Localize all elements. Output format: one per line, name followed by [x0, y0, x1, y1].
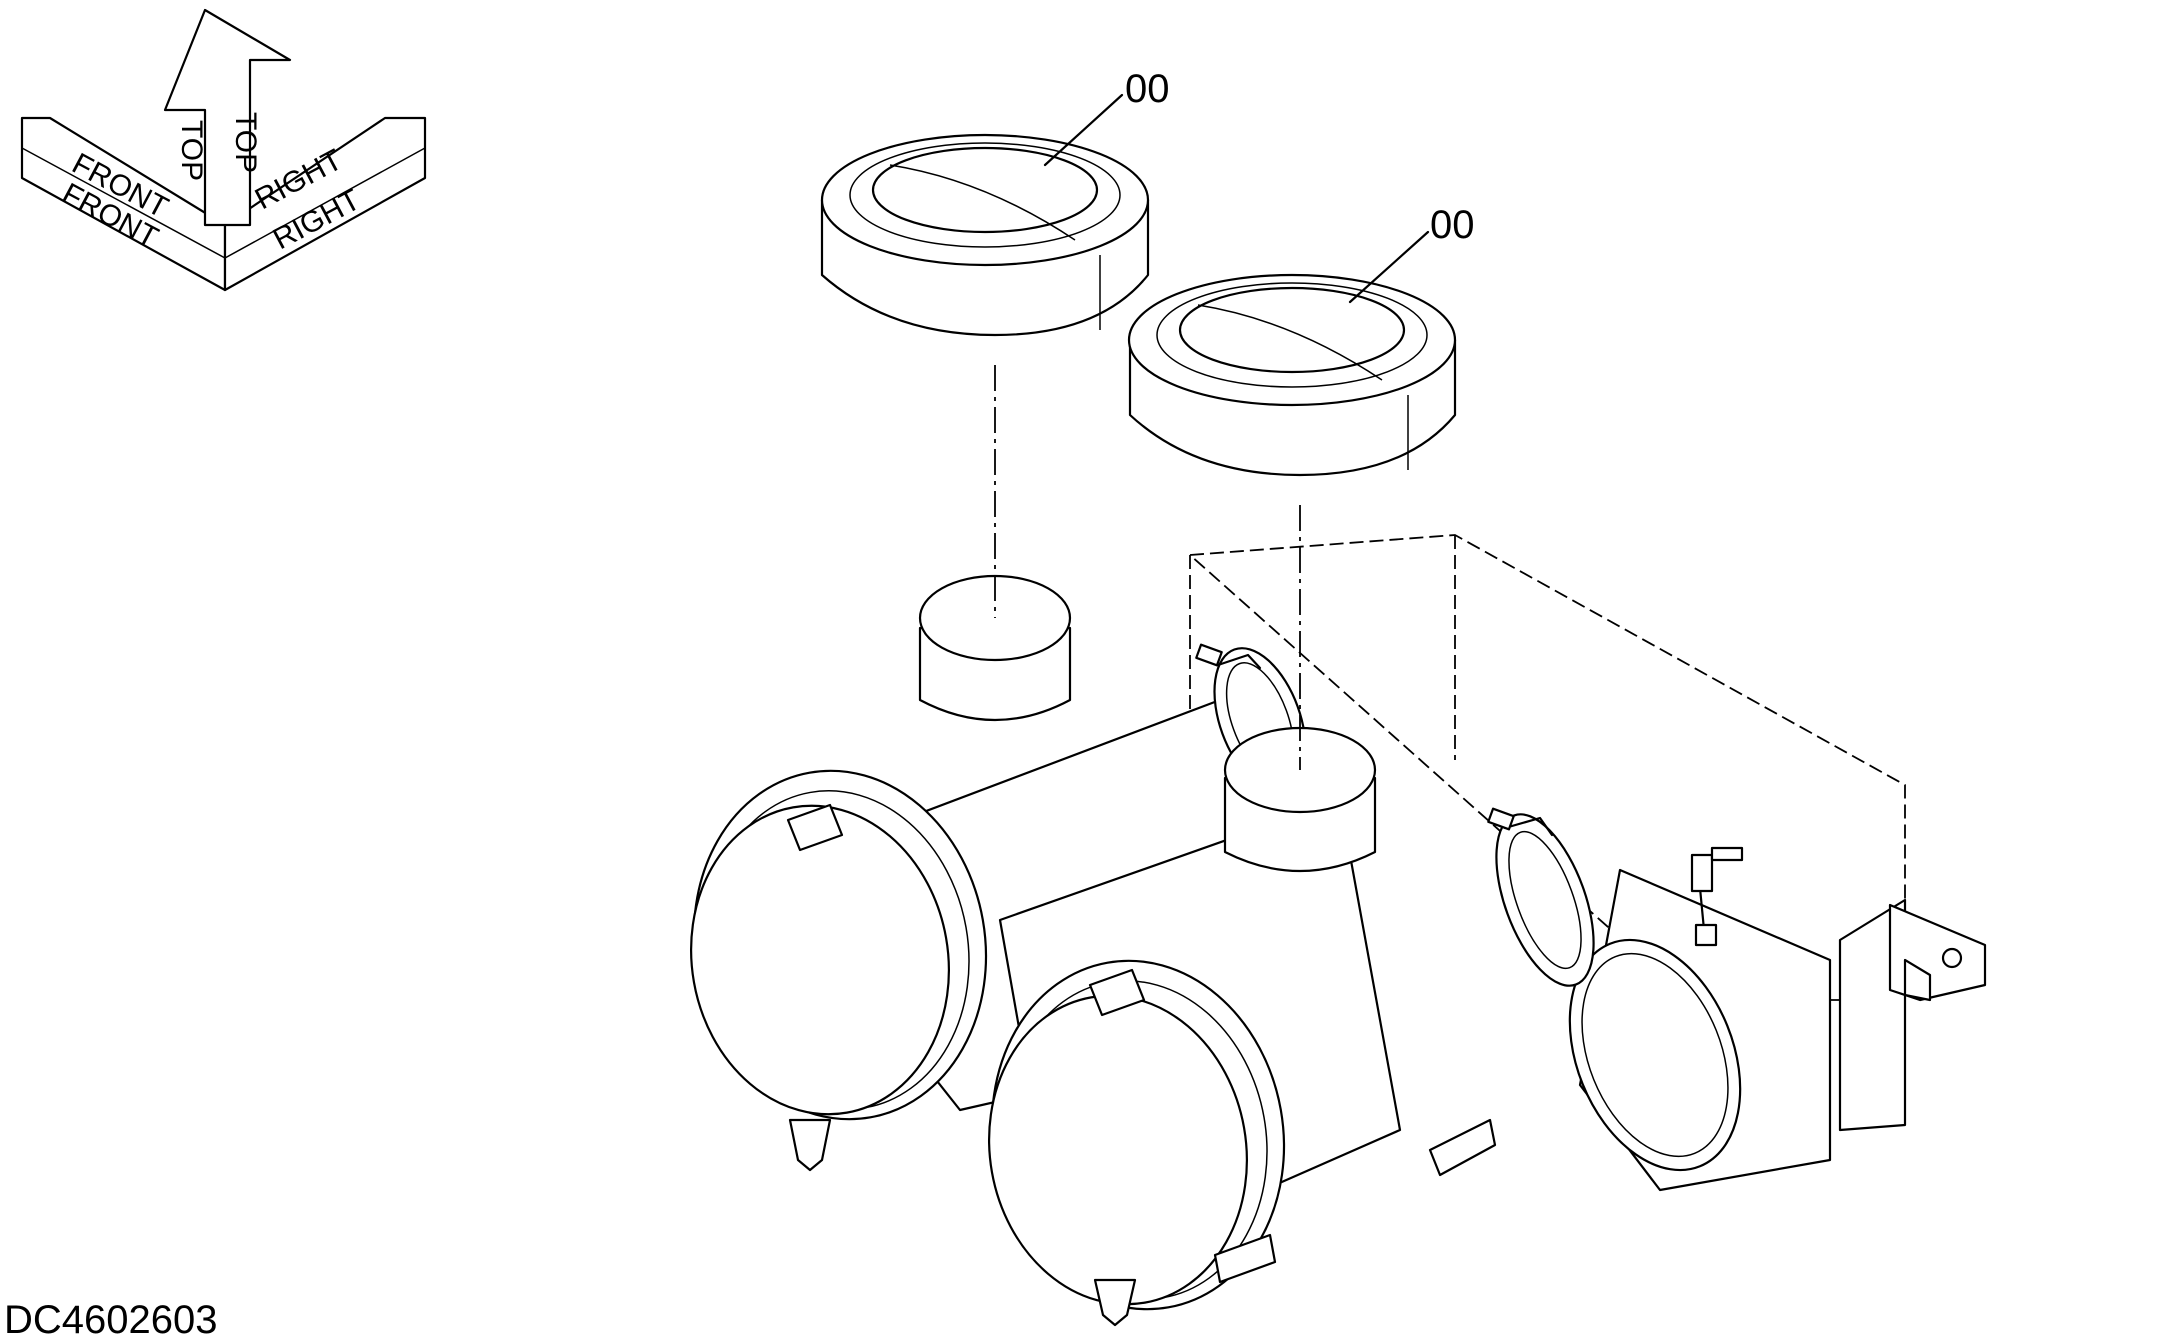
latch-front: [1088, 968, 1146, 1017]
dust-valve-rear: [788, 1118, 832, 1172]
hose-clamp-rear: [1195, 643, 1262, 670]
dust-valve-front: [1093, 1278, 1137, 1327]
bolt-icon: [1941, 947, 1963, 969]
end-cover-front: [988, 994, 1248, 1306]
mounting-bracket: [1187, 534, 1987, 1132]
top-label-left: TOP: [175, 120, 208, 181]
restriction-sensor: [1690, 846, 1744, 947]
nut-icon: [1903, 958, 1932, 1002]
callout-cap-right: 00: [1430, 203, 1475, 247]
callout-cap-left: 00: [1125, 67, 1170, 111]
latch-rear: [786, 803, 844, 852]
hose-clamp-front: [1487, 807, 1554, 837]
air-cleaner-front: [988, 726, 1595, 1327]
mount-foot-front: [1428, 1118, 1497, 1177]
mount-foot-front-lower: [1213, 1233, 1277, 1284]
top-arrow: [163, 8, 292, 227]
orientation-arrows: FRONT FRONT TOP TOP RIGHT RIGHT: [20, 8, 427, 292]
rain-cap-left: [820, 133, 1150, 337]
drawing-code: DC4602603: [4, 1298, 218, 1342]
leader-line-left: [1043, 93, 1124, 167]
top-label-right: TOP: [229, 112, 262, 173]
leader-line-right: [1348, 230, 1430, 304]
end-cover-rear: [690, 804, 950, 1116]
outlet-cylinder: [1568, 846, 1832, 1192]
rain-cap-right: [1127, 273, 1457, 477]
outlet-cap: [1568, 938, 1742, 1172]
